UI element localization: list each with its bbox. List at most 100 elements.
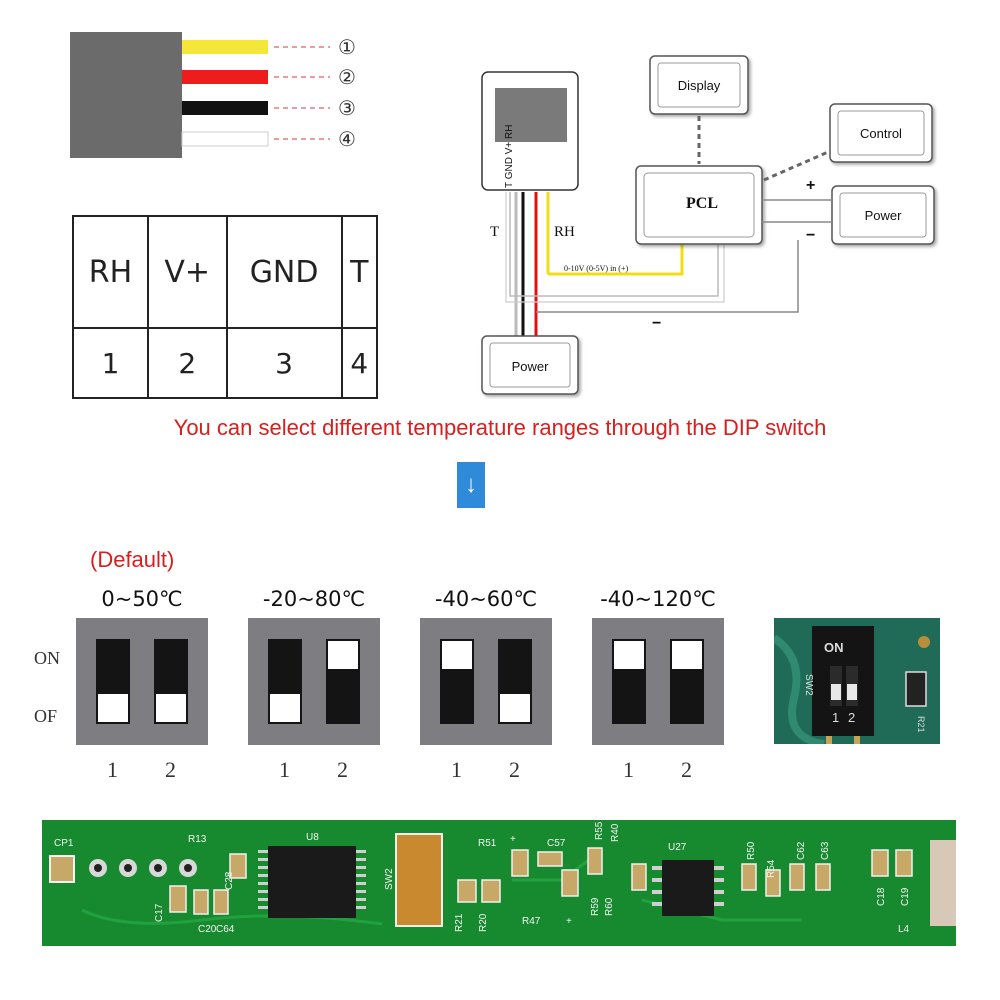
photo-num-1: 1 — [832, 710, 839, 725]
minus-sign: − — [806, 227, 815, 244]
pcb-silkscreen-label: C57 — [547, 838, 566, 849]
dip-switch-knob — [672, 641, 702, 669]
dip-switch-slot — [96, 639, 130, 724]
pin-number-3: 3 — [225, 327, 343, 399]
power-right-box — [831, 185, 935, 245]
photo-on-text: ON — [824, 640, 844, 655]
dip-switch-slot — [612, 639, 646, 724]
pcb-silkscreen-label: C62 — [796, 841, 807, 860]
wiring-diagram: T GND V+ RH T RH 0-10V (0-5V) in (+) PCL… — [481, 55, 935, 395]
pcb-dip-switch — [395, 833, 443, 927]
wire-swatch — [182, 40, 268, 54]
power-bottom-box — [481, 335, 579, 395]
down-arrow-icon: ↓ — [457, 462, 485, 508]
pin-header-vplus: V+ — [146, 215, 228, 329]
dip-switch-diagram — [592, 618, 724, 745]
on-label: ON — [34, 648, 60, 668]
dip-switch-slot — [154, 639, 188, 724]
pcb-silkscreen-label: C63 — [820, 841, 831, 860]
dip-range-label: 0~50℃ — [101, 587, 183, 611]
pcb-chip-u8 — [268, 846, 356, 918]
sensor-pin-labels: T GND V+ RH — [504, 125, 515, 188]
pcb-silkscreen-label: SW2 — [384, 868, 395, 890]
photo-r-text: R21 — [916, 716, 926, 733]
dip-switch-knob — [270, 694, 300, 722]
pin-header-t: T — [340, 215, 379, 329]
pcb-silkscreen-label: R59 — [590, 897, 601, 916]
plc-box — [635, 165, 763, 245]
pcb-silkscreen-label: C28 — [224, 871, 235, 890]
pin-header-gnd: GND — [225, 215, 343, 329]
dip-switch-knob — [156, 694, 186, 722]
pin-number-2: 2 — [146, 327, 228, 399]
pcb-silkscreen-label: C17 — [154, 903, 165, 922]
pcb-silkscreen-label: C19 — [900, 887, 911, 906]
pcb-silkscreen-label: + — [566, 916, 572, 927]
display-label: Display — [678, 78, 721, 93]
pcb-connector — [49, 855, 75, 883]
pcb-silkscreen-label: R13 — [188, 834, 207, 845]
sensor-screen — [495, 88, 567, 142]
control-label: Control — [860, 126, 902, 141]
power-bottom-label: Power — [512, 359, 550, 374]
dip-switch-slot — [268, 639, 302, 724]
dip-switch-number: 1 — [279, 757, 290, 782]
dip-switch-knob — [500, 694, 530, 722]
dip-range-label: -40~60℃ — [434, 587, 538, 611]
pcb-silkscreen-label: R40 — [610, 823, 621, 842]
wire-number: ③ — [338, 98, 356, 120]
pcb-silkscreen-label: C18 — [876, 887, 887, 906]
minus-bottom: − — [652, 315, 661, 332]
pin-number-4: 4 — [340, 327, 379, 399]
dip-switch-slot — [670, 639, 704, 724]
pcb-silkscreen-label: C20 — [198, 924, 217, 935]
dip-switch-photo: ON 1 2 SW2 R21 — [774, 618, 940, 744]
pin-table: RH V+ GND T 1 2 3 4 — [72, 215, 379, 399]
cable-sleeve — [70, 32, 182, 158]
wire-swatch — [181, 131, 269, 147]
dip-switch-body — [812, 626, 874, 736]
pcb-silkscreen-label: R55 — [594, 821, 605, 840]
wire-swatch — [182, 70, 268, 84]
wire-number: ④ — [338, 129, 356, 151]
dip-switch-number: 2 — [337, 757, 348, 782]
pcb-silkscreen-label: R60 — [604, 897, 615, 916]
dip-switch-slot — [326, 639, 360, 724]
default-label: (Default) — [90, 547, 175, 572]
pcb-silkscreen-label: R54 — [766, 859, 777, 878]
power-right-label: Power — [865, 208, 903, 223]
signal-label: 0-10V (0-5V) in (+) — [564, 264, 628, 273]
pcb-chip-u27 — [662, 860, 714, 916]
photo-sw-text: SW2 — [803, 674, 814, 696]
wire-number: ① — [338, 37, 356, 59]
dip-switch-knob — [614, 641, 644, 669]
dip-switch-number: 2 — [509, 757, 520, 782]
pin-number-1: 1 — [72, 327, 149, 399]
dip-switch-number: 1 — [107, 757, 118, 782]
dip-switch-notice: You can select different temperature ran… — [173, 415, 827, 440]
wire-number: ② — [338, 67, 356, 89]
dip-switch-number: 2 — [165, 757, 176, 782]
plus-sign: + — [806, 177, 815, 194]
dip-switch-knob — [98, 694, 128, 722]
pin-header-rh: RH — [72, 215, 149, 329]
wire-minus-line — [536, 240, 799, 313]
pcb-silkscreen-label: R51 — [478, 838, 497, 849]
wire-gray-loop-2 — [505, 192, 725, 303]
dip-switch-number: 2 — [681, 757, 692, 782]
pcb-silkscreen-label: R47 — [522, 916, 541, 927]
dip-range-label: -20~80℃ — [262, 587, 366, 611]
photo-num-2: 2 — [848, 710, 855, 725]
dip-switch-knob — [442, 641, 472, 669]
pcb-silkscreen-label: U8 — [306, 832, 319, 843]
pcb-silkscreen-label: L4 — [898, 924, 910, 935]
label-rh: RH — [554, 224, 575, 240]
display-box — [649, 55, 749, 115]
pcb-silkscreen-label: R50 — [746, 841, 757, 860]
plc-label: PCL — [686, 195, 718, 212]
dip-switch-slot — [498, 639, 532, 724]
dip-switch-number: 1 — [623, 757, 634, 782]
pcb-silkscreen-label: C64 — [216, 924, 235, 935]
dip-switch-diagram — [248, 618, 380, 745]
